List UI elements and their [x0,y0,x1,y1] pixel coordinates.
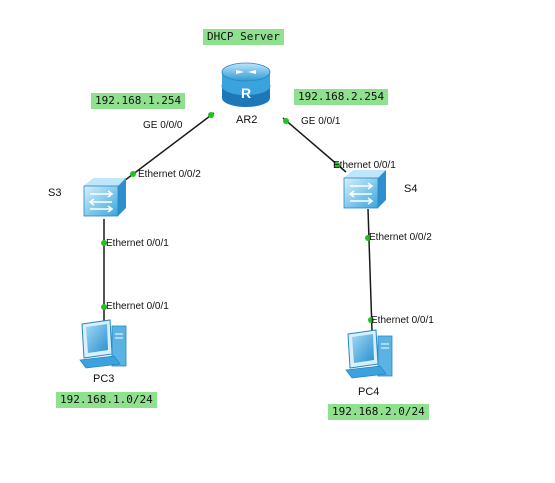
device-label-s4: S4 [404,183,418,195]
dhcp-server-tag: DHCP Server [203,29,284,45]
port-dot-ar2-ge001 [283,118,289,124]
device-label-s3: S3 [48,187,62,199]
switch-icon[interactable] [83,178,126,217]
port-label-s4-e001: Ethernet 0/0/1 [333,160,396,171]
pc-icon[interactable] [79,319,127,369]
port-dot-s3-e002 [130,171,136,177]
pc-icon[interactable] [345,329,393,379]
port-dot-ar2-ge000 [208,112,214,118]
port-dot-s3-e001 [101,240,107,246]
port-label-ar2-ge000: GE 0/0/0 [143,120,183,131]
link-s4-pc4 [367,208,373,332]
port-dot-pc4-e001 [368,317,374,323]
port-label-ar2-ge001: GE 0/0/1 [301,116,341,127]
port-label-pc3-e001: Ethernet 0/0/1 [106,301,169,312]
router-icon[interactable]: R [221,62,271,107]
device-label-pc3: PC3 [93,373,115,385]
ip-tag-left: 192.168.1.254 [91,93,186,109]
svg-text:R: R [241,85,251,101]
device-label-ar2: AR2 [236,114,258,126]
port-label-pc4-e001: Ethernet 0/0/1 [371,315,434,326]
port-dot-pc3-e001 [101,304,107,310]
port-label-s3-e001: Ethernet 0/0/1 [106,238,169,249]
port-dot-s4-e001 [334,162,340,168]
port-label-s3-e002: Ethernet 0/0/2 [138,169,201,180]
port-dot-s4-e002 [365,235,371,241]
device-label-pc4: PC4 [358,386,380,398]
network-tag-2: 192.168.2.0/24 [328,404,429,420]
network-tag-1: 192.168.1.0/24 [56,392,157,408]
port-label-s4-e002: Ethernet 0/0/2 [369,232,432,243]
ip-tag-right: 192.168.2.254 [294,89,389,105]
switch-icon[interactable] [343,170,386,209]
link-ar2-s3 [123,112,215,182]
